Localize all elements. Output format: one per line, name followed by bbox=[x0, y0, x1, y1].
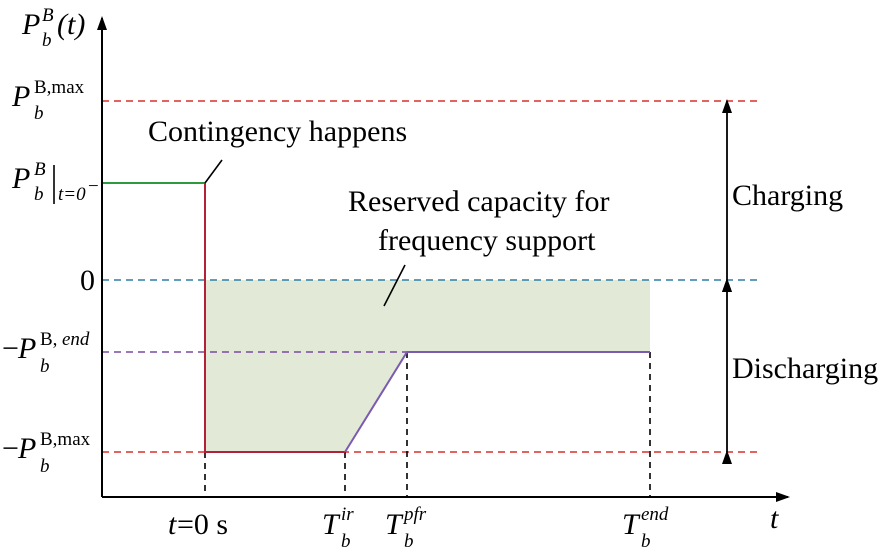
svg-text:−: − bbox=[88, 176, 99, 197]
svg-text:b: b bbox=[34, 103, 44, 124]
svg-text:(t): (t) bbox=[57, 8, 85, 41]
label-neg-pmax: − P B,max b bbox=[2, 429, 91, 477]
svg-text:pfr: pfr bbox=[402, 504, 427, 525]
svg-text:b: b bbox=[42, 30, 52, 51]
discharging-annotation: Discharging bbox=[732, 352, 878, 385]
svg-text:=0 s: =0 s bbox=[177, 508, 228, 541]
reserved-leader bbox=[383, 264, 406, 307]
svg-text:b: b bbox=[404, 531, 414, 552]
svg-text:t=0: t=0 bbox=[58, 184, 86, 205]
svg-text:−: − bbox=[2, 332, 19, 365]
svg-text:−: − bbox=[2, 432, 19, 465]
svg-text:end: end bbox=[641, 504, 669, 525]
charging-annotation: Charging bbox=[732, 179, 843, 212]
label-zero: 0 bbox=[80, 264, 95, 297]
reserved-annotation-line2: frequency support bbox=[378, 224, 596, 257]
label-tpfr: T pfr b bbox=[385, 504, 427, 552]
svg-text:b: b bbox=[40, 456, 50, 477]
svg-text:t: t bbox=[168, 508, 177, 541]
drop-trajectory bbox=[204, 183, 345, 453]
label-tend: T end b bbox=[622, 504, 669, 552]
label-t0: t =0 s bbox=[168, 508, 228, 541]
svg-text:B: B bbox=[42, 5, 54, 26]
svg-text:ir: ir bbox=[341, 504, 354, 525]
ramp-trajectory bbox=[344, 351, 650, 453]
y-axis-title: P B b (t) bbox=[21, 5, 85, 51]
reserved-capacity-area bbox=[205, 280, 650, 452]
svg-text:b: b bbox=[40, 356, 50, 377]
svg-text:P: P bbox=[11, 80, 30, 113]
svg-text:P: P bbox=[21, 8, 40, 41]
svg-text:B: B bbox=[34, 159, 46, 180]
svg-text:b: b bbox=[34, 184, 44, 205]
svg-text:T: T bbox=[322, 508, 341, 541]
svg-text:T: T bbox=[622, 508, 641, 541]
contingency-leader bbox=[204, 159, 223, 184]
x-axis-title: t bbox=[770, 502, 779, 535]
label-pmax: P B,max b bbox=[11, 77, 85, 124]
svg-text:P: P bbox=[11, 162, 30, 195]
svg-text:P: P bbox=[17, 432, 36, 465]
svg-text:B,: B, bbox=[40, 329, 57, 350]
svg-text:B,max: B,max bbox=[34, 77, 85, 98]
label-tir: T ir b bbox=[322, 504, 354, 552]
label-neg-pend: − P B, end b bbox=[2, 329, 90, 377]
contingency-annotation: Contingency happens bbox=[148, 115, 407, 148]
svg-text:T: T bbox=[385, 508, 404, 541]
svg-text:b: b bbox=[341, 531, 351, 552]
svg-text:B,max: B,max bbox=[40, 429, 91, 450]
label-pinit: P B b t=0 − bbox=[11, 159, 99, 205]
svg-text:P: P bbox=[17, 332, 36, 365]
svg-text:b: b bbox=[641, 531, 651, 552]
reserved-annotation-line1: Reserved capacity for bbox=[348, 185, 610, 218]
svg-text:end: end bbox=[62, 329, 90, 350]
